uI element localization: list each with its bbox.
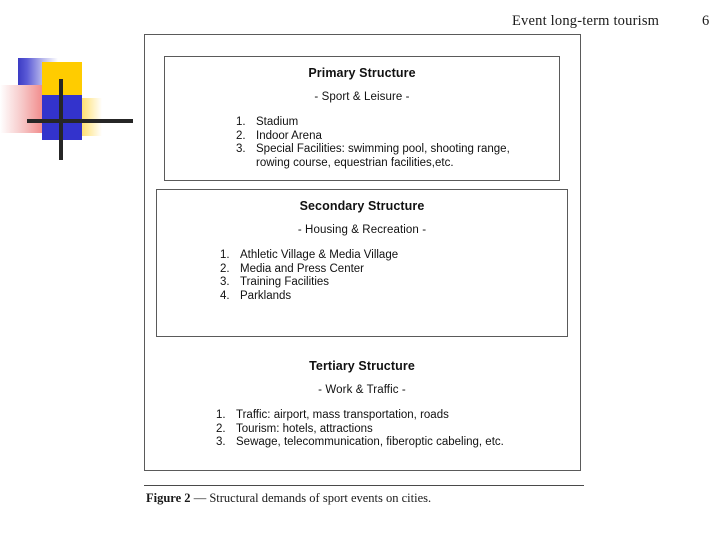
list-item-text: Parklands	[240, 289, 292, 302]
section-title: Primary Structure	[308, 66, 416, 80]
list-item: 2. Media and Press Center	[220, 263, 531, 277]
figure-caption-dash: —	[190, 491, 210, 505]
list-item-number: 2.	[220, 262, 230, 275]
list-item-text: Media and Press Center	[240, 262, 365, 275]
list-item-number: 1.	[236, 116, 246, 128]
list-item-number: 2.	[236, 129, 246, 142]
list-item-text: Special Facilities: swimming pool, shoot…	[256, 143, 510, 169]
list-item: 3. Training Facilities	[220, 276, 531, 290]
list-item-number: 1.	[216, 409, 226, 421]
figure-caption-label: Figure 2	[146, 491, 191, 505]
section-subtitle: - Housing & Recreation -	[297, 224, 427, 236]
list-item: 1. Traffic: airport, mass transportation…	[216, 409, 532, 423]
list-item-text: Stadium	[256, 116, 299, 128]
list-item: 4. Parklands	[220, 290, 531, 304]
section-item-list: 1. Athletic Village & Media Village 2. M…	[157, 249, 567, 303]
section-title: Tertiary Structure	[309, 359, 415, 373]
list-item-number: 3.	[216, 436, 226, 449]
horizontal-rule-icon	[27, 119, 133, 123]
figure-caption-text: Structural demands of sport events on ci…	[209, 491, 432, 505]
page-number: 6	[702, 13, 710, 29]
figure-outer-frame: Primary Structure - Sport & Leisure - 1.…	[144, 34, 581, 471]
page-header: Event long-term tourism 6	[0, 13, 720, 37]
section-item-list: 1. Stadium 2. Indoor Arena 3. Special Fa…	[165, 116, 559, 170]
list-item-number: 2.	[216, 422, 226, 435]
figure-caption: Figure 2 — Structural demands of sport e…	[146, 491, 431, 506]
list-item-number: 4.	[220, 289, 230, 302]
list-item-number: 3.	[220, 276, 230, 289]
list-item: 1. Stadium	[236, 116, 523, 130]
list-item-text: Athletic Village & Media Village	[240, 249, 399, 261]
list-item: 2. Tourism: hotels, attractions	[216, 423, 532, 437]
section-subtitle: - Sport & Leisure -	[314, 91, 410, 103]
section-title: Secondary Structure	[299, 199, 425, 213]
list-item: 2. Indoor Arena	[236, 130, 523, 144]
decorative-logo	[0, 45, 140, 170]
list-item-number: 1.	[220, 249, 230, 261]
section-item-list: 1. Traffic: airport, mass transportation…	[156, 409, 568, 450]
list-item: 3. Special Facilities: swimming pool, sh…	[236, 143, 523, 170]
header-title: Event long-term tourism	[512, 13, 660, 29]
list-item-text: Indoor Arena	[256, 129, 322, 142]
list-item-text: Traffic: airport, mass transportation, r…	[236, 409, 449, 421]
section-secondary-structure: Secondary Structure - Housing & Recreati…	[156, 189, 568, 337]
section-primary-structure: Primary Structure - Sport & Leisure - 1.…	[164, 56, 560, 181]
caption-divider	[144, 485, 584, 486]
section-subtitle: - Work & Traffic -	[318, 384, 406, 396]
section-tertiary-structure: Tertiary Structure - Work & Traffic - 1.…	[156, 350, 568, 462]
list-item-text: Training Facilities	[240, 276, 330, 289]
list-item: 3. Sewage, telecommunication, fiberoptic…	[216, 436, 532, 450]
list-item: 1. Athletic Village & Media Village	[220, 249, 531, 263]
list-item-text: Sewage, telecommunication, fiberoptic ca…	[236, 436, 504, 449]
list-item-text: Tourism: hotels, attractions	[236, 422, 373, 435]
list-item-number: 3.	[236, 143, 246, 156]
